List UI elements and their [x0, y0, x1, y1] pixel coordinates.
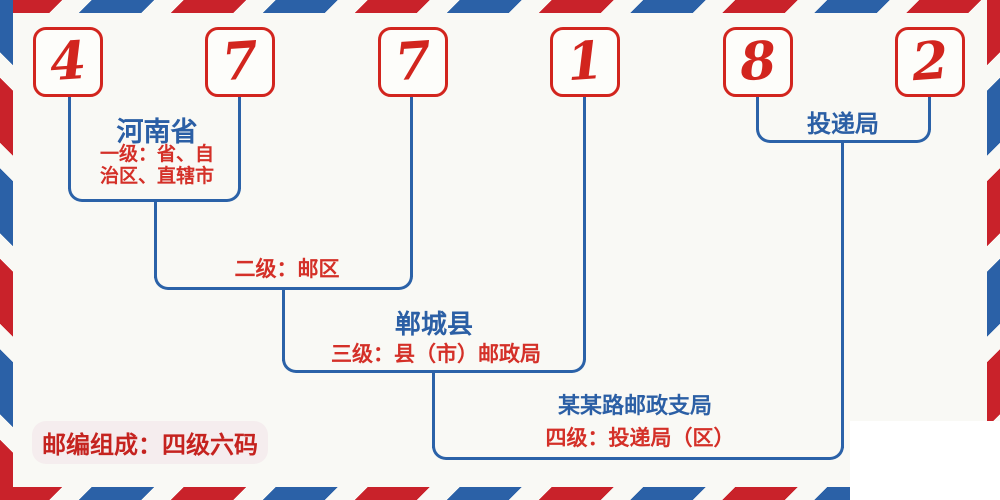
airmail-stripe-border-right: [987, 0, 1000, 500]
bottom-right-white-patch: [850, 421, 1000, 500]
connector-digit1: [68, 97, 71, 189]
label-county-name: 郸城县: [394, 310, 474, 340]
connector-digit2: [238, 97, 241, 189]
label-level1-line1: 一级：省、自: [99, 143, 215, 165]
digit-box-6: 2: [895, 27, 965, 97]
digit-box-4: 1: [550, 27, 620, 97]
badge-text: 邮编组成：四级六码: [42, 431, 258, 459]
digit-5: 8: [737, 29, 779, 94]
connector-digit4: [583, 97, 586, 360]
label-province-name: 河南省: [116, 117, 198, 148]
label-delivery-office: 投递局: [807, 110, 879, 138]
airmail-stripe-border-left: [0, 0, 13, 500]
digit-box-2: 7: [205, 27, 275, 97]
digit-6: 2: [909, 29, 951, 94]
postal-code-composition-badge: 邮编组成：四级六码: [32, 421, 268, 464]
label-level2-description: 二级：邮区: [234, 257, 340, 281]
digit-box-3: 7: [378, 27, 448, 97]
connector-digit6: [928, 97, 931, 130]
label-level3-description: 三级：县（市）邮政局: [331, 342, 541, 366]
airmail-stripe-border-top: [0, 0, 1000, 13]
connector-level3-out: [432, 373, 435, 448]
digit-2: 7: [219, 29, 261, 94]
connector-delivery-out: [841, 143, 844, 448]
airmail-stripe-border-bottom: [0, 487, 1000, 500]
connector-digit3: [410, 97, 413, 277]
bracket-level1: [68, 187, 241, 202]
connector-digit5: [756, 97, 759, 130]
digit-3: 7: [392, 29, 434, 94]
digit-box-1: 4: [33, 27, 103, 97]
label-level1-description: 一级：省、自 治区、直辖市: [100, 143, 214, 187]
digit-4: 1: [564, 29, 606, 94]
connector-level1-out: [154, 202, 157, 278]
connector-level2-out: [282, 290, 285, 361]
digit-box-5: 8: [723, 27, 793, 97]
digit-1: 4: [47, 29, 89, 94]
label-level1-line2: 治区、直辖市: [99, 165, 215, 187]
label-branch-office-name: 某某路邮政支局: [557, 394, 713, 419]
label-level4-description: 四级：投递局（区）: [545, 426, 735, 450]
